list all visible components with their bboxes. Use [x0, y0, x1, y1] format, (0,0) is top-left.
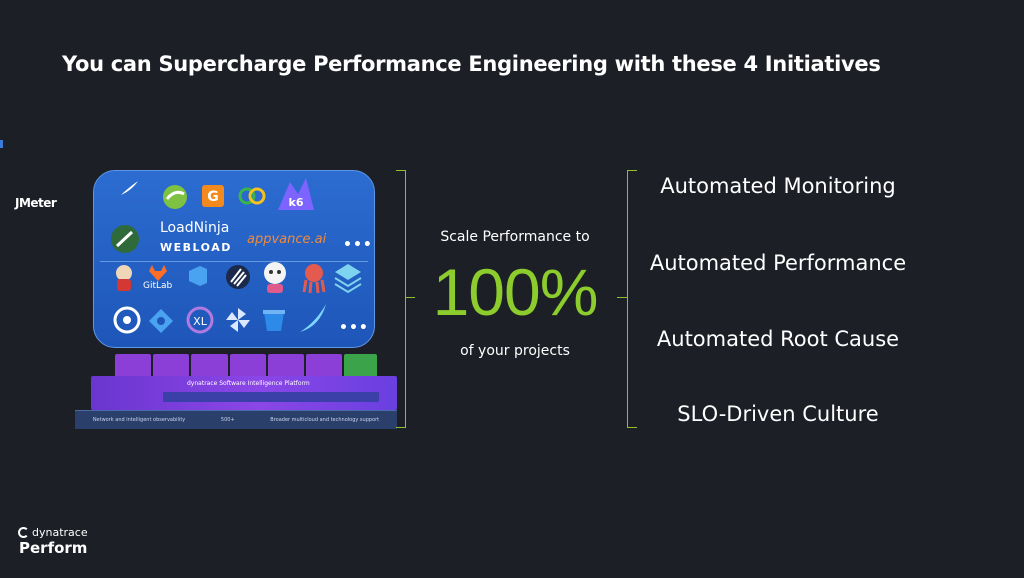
stat-bottom-label: of your projects [460, 343, 570, 359]
initiative-slo-driven-culture: SLO-Driven Culture [677, 402, 879, 426]
azure-devops-icon [186, 264, 210, 288]
platform-brand-label: dynatrace Software Intelligence Platform [187, 380, 310, 387]
gitlab-label: GitLab [143, 281, 173, 291]
svg-text:XL: XL [193, 315, 208, 328]
k6-label: k6 [289, 196, 304, 209]
mascot-icon [260, 260, 290, 294]
loop-icon [237, 182, 267, 210]
panel-divider [100, 261, 368, 262]
locust-icon [110, 224, 140, 254]
g-tool-icon: G [201, 184, 225, 208]
spinnaker-icon [296, 302, 330, 340]
base-left-label: Network and intelligent observability [92, 417, 186, 423]
more-tools-top: ••• [343, 237, 373, 253]
dynatrace-logo: dynatrace [18, 526, 88, 539]
left-bracket [396, 170, 406, 428]
platform-modules [115, 354, 378, 376]
webload-label: WEBLOAD [160, 241, 232, 254]
svg-text:G: G [207, 189, 219, 205]
dynatrace-logo-icon [18, 527, 29, 538]
xl-release-icon: XL [186, 306, 214, 334]
initiative-automated-performance: Automated Performance [649, 251, 907, 275]
platform-strip [163, 392, 379, 402]
platform-base: Network and intelligent observability 50… [75, 410, 397, 429]
slide-title: You can Supercharge Performance Engineer… [62, 52, 881, 76]
right-bracket-tick [617, 297, 627, 298]
appvance-label: appvance.ai [247, 232, 327, 247]
left-bracket-tick [405, 297, 415, 298]
gitlab-icon [148, 264, 168, 282]
platform-stack: dynatrace Software Intelligence Platform… [75, 354, 397, 429]
gatling-icon [162, 184, 188, 210]
circleci-icon [113, 306, 141, 334]
pinwheel-icon [224, 306, 252, 334]
edge-marker [0, 140, 3, 148]
base-right-label: Broader multicloud and technology suppor… [270, 417, 380, 423]
initiative-automated-monitoring: Automated Monitoring [660, 174, 896, 198]
bucket-icon [260, 306, 288, 334]
stat-value: 100% [432, 255, 599, 329]
circle-stripes-icon [225, 264, 251, 290]
right-bracket [627, 170, 637, 428]
jenkins-icon [113, 264, 135, 292]
more-tools-bottom: ••• [339, 320, 369, 336]
loadninja-label: LoadNinja [160, 220, 230, 236]
base-middle-label: 500+ [220, 417, 235, 423]
jmeter-feather-icon [118, 180, 140, 196]
k6-icon: k6 [276, 176, 316, 212]
platform-core: dynatrace Software Intelligence Platform [91, 376, 397, 410]
jmeter-label: JMeter [15, 196, 57, 210]
layers-icon [333, 262, 363, 294]
dynatrace-wordmark: dynatrace [32, 526, 88, 539]
stat-top-label: Scale Performance to [440, 229, 590, 245]
octopus-icon [300, 262, 328, 294]
initiative-automated-root-cause: Automated Root Cause [656, 327, 900, 351]
perform-wordmark: Perform [19, 539, 88, 557]
diamond-grid-icon [148, 308, 174, 334]
